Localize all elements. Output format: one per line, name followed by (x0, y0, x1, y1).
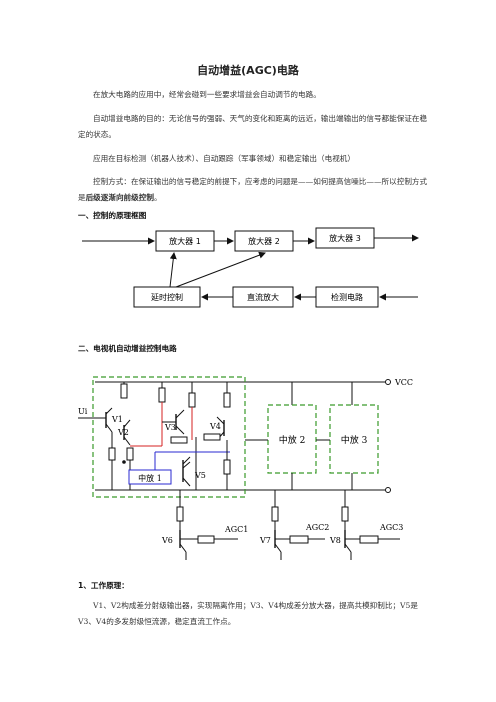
v4-label: V4 (209, 422, 221, 431)
page-title: 自动增益(AGC)电路 (197, 64, 299, 77)
section1-heading: 一、控制的原理框图 (78, 211, 147, 220)
block-delay (133, 286, 201, 308)
mid2-label: 中放 2 (279, 434, 306, 446)
v5-label: V5 (194, 471, 206, 480)
mid1-label: 中放 1 (138, 473, 162, 483)
vcc-label: VCC (394, 378, 413, 387)
v1-label: V1 (111, 415, 123, 424)
ui-label: Ui (78, 407, 88, 416)
mid3-box (329, 404, 379, 474)
block-amp1-label: 放大器 1 (169, 236, 201, 246)
v7-label: V7 (259, 536, 271, 545)
control-emphasis: 后级逐渐向前级控制 (85, 193, 154, 202)
section3-paragraph: V1、V2构成差分射级输出器，实现隔离作用；V3、V4构成差分放大器，提高共模抑… (78, 601, 418, 626)
block-detect-label: 检测电路 (331, 292, 363, 302)
mid1-enclosure (92, 376, 246, 498)
agc2-label: AGC2 (305, 523, 329, 532)
agc3-label: AGC3 (379, 523, 403, 532)
control-paragraph: 控制方式：在保证输出的信号稳定的前提下，应考虑的问题是——如何提高信噪比——所以… (78, 177, 428, 202)
intro-paragraph-2: 自动增益电路的目的：无论信号的强弱、天气的变化和距离的远近，输出端输出的信号都能… (78, 114, 428, 139)
v8-label: V8 (329, 536, 341, 545)
block-amp3-label: 放大器 3 (329, 233, 361, 243)
block-amp2-label: 放大器 2 (248, 236, 280, 246)
section2-heading: 二、电视机自动增益控制电路 (78, 344, 177, 353)
v2-label: V2 (117, 428, 129, 437)
block-delay-label: 延时控制 (151, 292, 183, 302)
intro-paragraph-1: 在放大电路的应用中，经常会碰到一些要求增益会自动调节的电路。 (93, 90, 321, 99)
v6-label: V6 (161, 536, 173, 545)
agc1-label: AGC1 (224, 525, 248, 534)
v3-label: V3 (164, 423, 176, 432)
mid1-box (128, 469, 172, 485)
section3-heading: 1、工作原理： (78, 581, 129, 590)
mid3-label: 中放 3 (341, 434, 368, 446)
block-dc-label: 直流放大 (247, 292, 279, 302)
intro-paragraph-3: 应用在目标检测（机器人技术）、自动跟踪（军事领域）和稳定输出（电视机） (93, 154, 355, 163)
